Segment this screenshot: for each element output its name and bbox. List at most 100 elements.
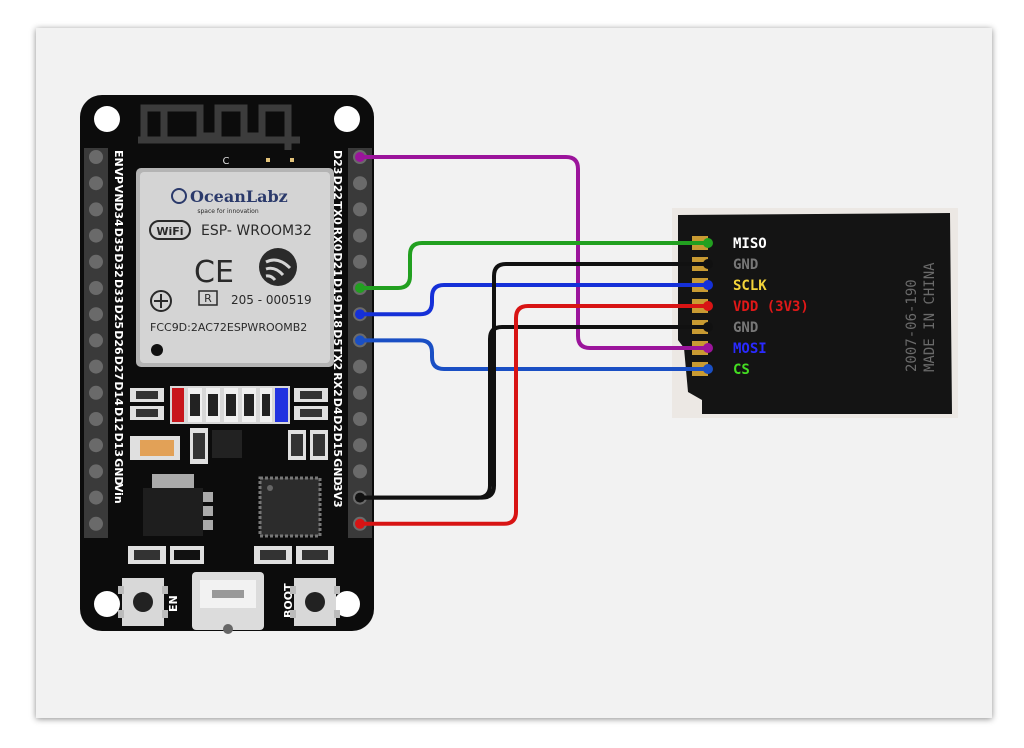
brand-logo-icon [171, 188, 187, 204]
transistor [212, 430, 242, 458]
antenna-pad [290, 158, 294, 162]
right-pin-label-d18: D18 [331, 304, 344, 328]
reg-number: 205 - 000519 [231, 293, 312, 307]
left-pin-label-d27: D27 [112, 356, 125, 380]
pin-tx0-right[interactable] [353, 202, 367, 217]
blue-led [275, 388, 288, 422]
usb-uart-chip [258, 476, 322, 538]
mount-hole-icon [94, 591, 120, 617]
pin-vin-left[interactable] [89, 516, 103, 531]
pin-d35-left[interactable] [89, 254, 103, 269]
voltage-regulator [143, 474, 213, 536]
pin-d22-right[interactable] [353, 176, 367, 191]
left-pin-label-d34: D34 [112, 202, 125, 227]
wire-end-pin-3v3 [355, 518, 365, 529]
pin-d33-left[interactable] [89, 307, 103, 322]
sd-pin-label-vdd-3v3: VDD (3V3) [733, 299, 809, 315]
smd-component-row [130, 386, 328, 424]
right-pin-label-gnd: GND [331, 458, 344, 485]
pin-d25-left[interactable] [89, 333, 103, 348]
left-pin-label-d25: D25 [112, 305, 125, 329]
pin-rx2-right[interactable] [353, 385, 367, 400]
left-pin-label-d32: D32 [112, 253, 125, 277]
antenna-trace [138, 104, 300, 150]
right-pin-label-d22: D22 [331, 176, 344, 200]
pin-d26-left[interactable] [89, 359, 103, 374]
espressif-logo-icon [259, 248, 297, 286]
antenna-pad [266, 158, 270, 162]
pin-vn-left[interactable] [89, 202, 103, 217]
right-pin-label-d21: D21 [331, 252, 344, 276]
pin-d4-right[interactable] [353, 412, 367, 426]
pin-gnd-left[interactable] [89, 490, 103, 505]
pin-d13-left[interactable] [89, 464, 103, 479]
sd-print-origin: MADE IN CHINA [922, 262, 938, 372]
boot-button[interactable] [290, 578, 340, 626]
wire-end-sd-gnd [703, 322, 713, 332]
pin-d2-right[interactable] [353, 438, 367, 453]
pin-d14-left[interactable] [89, 412, 103, 426]
left-pin-dots [89, 150, 103, 531]
wire-endpoints [355, 152, 713, 529]
en-button[interactable] [118, 578, 168, 626]
pin-vp-left[interactable] [89, 176, 103, 191]
wire-end-sd-vdd-3v3 [703, 301, 713, 311]
r-mark: R [204, 292, 212, 305]
left-pin-label-d12: D12 [112, 407, 125, 431]
pin-d32-left[interactable] [89, 281, 103, 295]
red-led [172, 388, 184, 422]
pin-d27-left[interactable] [89, 385, 103, 400]
wire-d23-to-mosi [362, 155, 706, 350]
chip-marking: C [223, 156, 230, 167]
right-pin-label-d2: D2 [331, 415, 344, 432]
right-pin-label-rx2: RX2 [331, 372, 344, 397]
left-pin-label-d33: D33 [112, 279, 125, 303]
pin-rx0-right[interactable] [353, 228, 367, 243]
right-pin-label-d5: D5 [331, 329, 344, 346]
sd-pin-label-gnd: GND [733, 320, 758, 336]
wire-end-pin-d23 [355, 152, 365, 162]
pin-d12-left[interactable] [89, 438, 103, 453]
pin-d15-right[interactable] [353, 464, 367, 479]
left-pin-label-en: EN [112, 150, 125, 167]
right-pin-label-d19: D19 [331, 278, 344, 302]
left-pin-labels: ENVPVND34D35D32D33D25D26D27D14D12D13GNDV… [112, 150, 125, 504]
wifi-text: WiFi [156, 225, 183, 238]
module-name: ESP- WROOM32 [201, 223, 312, 239]
wire-end-sd-gnd [703, 259, 713, 269]
esp32-board: C OceanLabz space for innovation WiFi ES… [80, 95, 374, 634]
sd-pin-label-gnd: GND [733, 257, 758, 273]
wire-end-sd-cs [703, 364, 713, 374]
pin-d34-left[interactable] [89, 228, 103, 243]
wire-gnd-to-gnd-1 [362, 262, 706, 500]
brand-name: OceanLabz [190, 187, 288, 206]
right-pin-label-d4: D4 [331, 398, 344, 415]
sd-card-body [678, 213, 952, 414]
left-pin-label-vin: Vin [112, 484, 125, 504]
sd-pin-label-miso: MISO [733, 236, 767, 252]
certification-logo-icon [150, 290, 172, 312]
sd-print-date: 2007-06-190 [904, 279, 920, 372]
sd-pin-label-cs: CS [733, 362, 750, 378]
brand-tagline: space for innovation [197, 208, 259, 215]
right-pin-label-d15: D15 [331, 433, 344, 457]
right-pin-label-d23: D23 [331, 150, 344, 174]
pin1-dot [151, 344, 163, 356]
en-button-label: EN [167, 595, 180, 612]
left-pin-label-gnd: GND [112, 458, 125, 485]
right-pin-label-tx0: TX0 [331, 201, 344, 225]
sd-pin-label-mosi: MOSI [733, 341, 767, 357]
pin-tx2-right[interactable] [353, 359, 367, 374]
pin-en-left[interactable] [89, 150, 103, 164]
left-pin-label-d13: D13 [112, 433, 125, 457]
left-pin-label-vp: VP [112, 167, 125, 184]
right-pin-label-tx2: TX2 [331, 347, 344, 371]
left-pin-label-d14: D14 [112, 381, 125, 406]
wire-3v3-to-vdd-3v3 [362, 304, 706, 526]
wire-end-pin-gnd [355, 492, 365, 503]
pin-d21-right[interactable] [353, 254, 367, 269]
micro-usb-port[interactable] [192, 572, 264, 634]
left-pin-label-vn: VN [112, 185, 125, 203]
